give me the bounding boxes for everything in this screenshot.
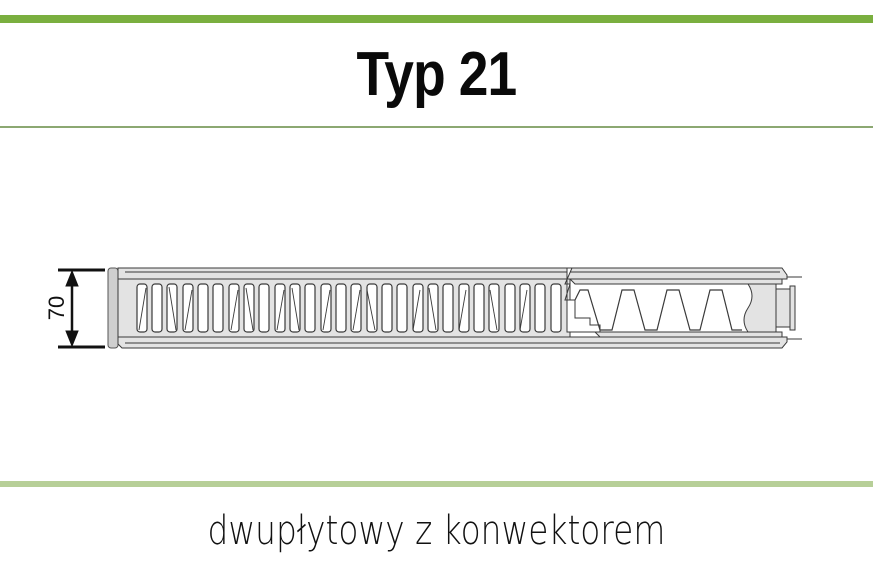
page-title: Typ 21 (356, 40, 518, 109)
left-end-cap (107, 267, 119, 349)
water-channel (743, 283, 777, 333)
radiator-type-description: dwupłytowy z konwektorem (207, 508, 666, 554)
convector-profile (574, 289, 742, 331)
title-divider (0, 126, 873, 128)
bottom-divider-band (0, 481, 873, 487)
radiator-cross-section-diagram: 70 (0, 250, 873, 360)
wall-bracket (775, 276, 802, 340)
convector-fins (136, 283, 562, 333)
top-accent-bar (0, 15, 873, 23)
height-dimension-marker (58, 268, 105, 349)
cutaway-section (564, 267, 783, 338)
height-dimension-label: 70 (44, 296, 69, 320)
